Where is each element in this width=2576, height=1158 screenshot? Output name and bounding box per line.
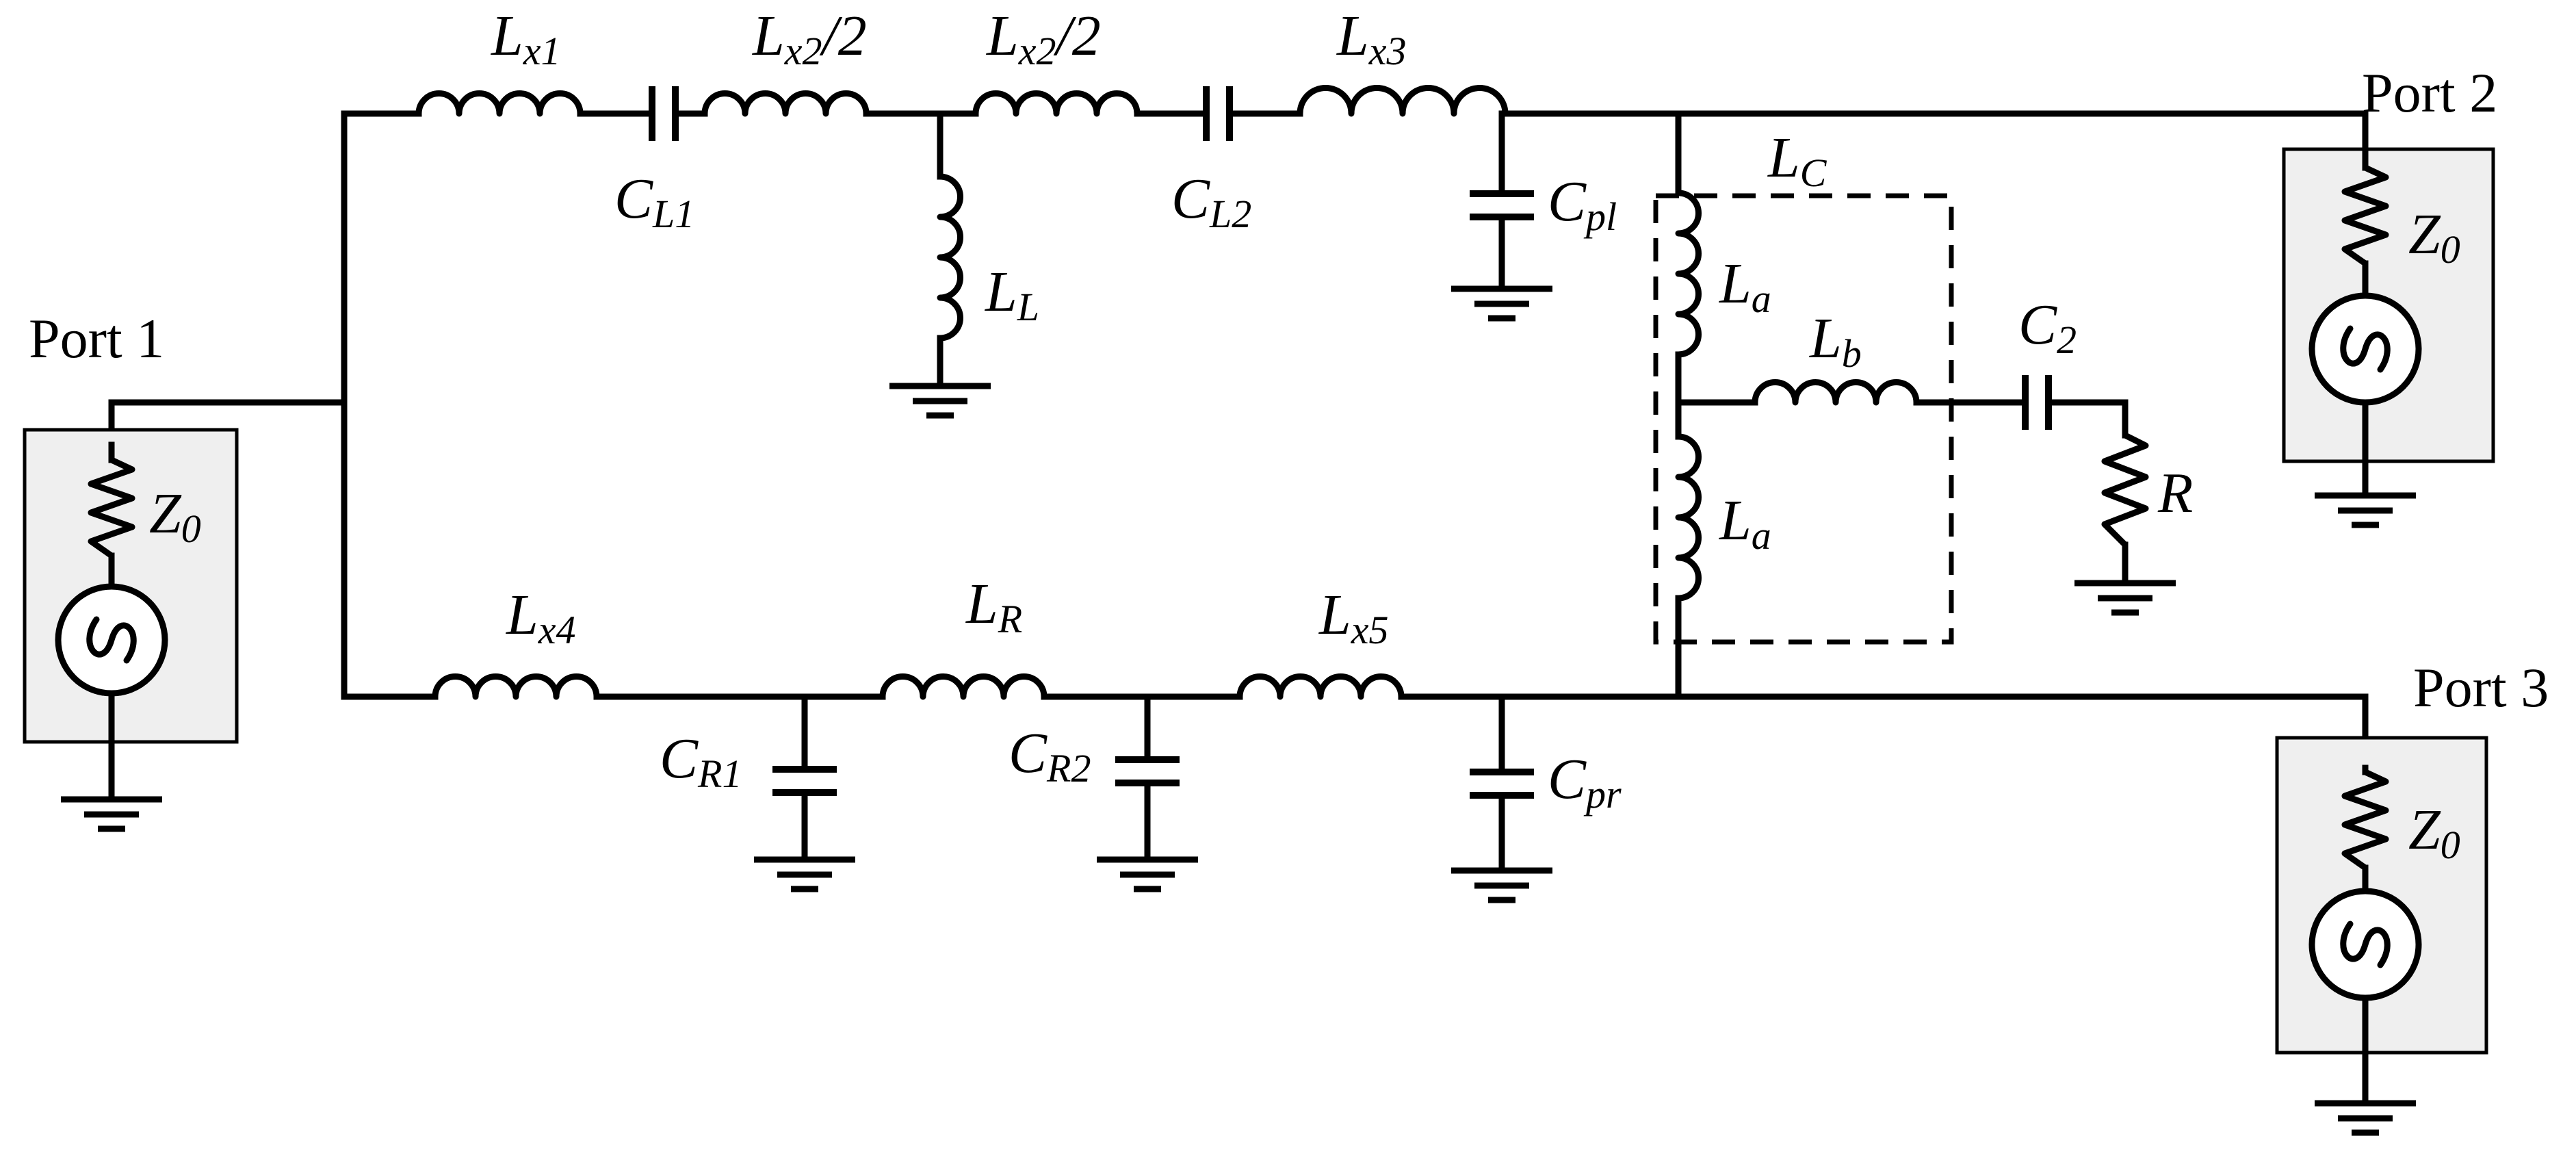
ground-R [2074, 580, 2176, 616]
port3-block [2275, 736, 2488, 1136]
wires [108, 110, 2369, 874]
inductor-Lx2-second [972, 90, 1141, 117]
label-Lx5: Lx5 [1318, 583, 1388, 652]
resistor-R [2101, 432, 2149, 548]
label-R: R [2157, 461, 2193, 525]
inductor-La-lower [1675, 433, 1702, 602]
inductor-La-upper [1675, 190, 1702, 358]
capacitor-CR1 [772, 766, 837, 796]
label-Lx3: Lx3 [1336, 4, 1406, 73]
port1-impedance-label: Z0 [149, 482, 201, 551]
port3-impedance-label: Z0 [2408, 798, 2460, 867]
label-Cpl: Cpl [1548, 170, 1617, 239]
ground-CR2 [1097, 856, 1198, 892]
label-CR1: CR1 [660, 727, 742, 796]
label-Lb: Lb [1809, 307, 1862, 376]
label-LC: LC [1767, 126, 1827, 195]
label-LR: LR [965, 572, 1022, 641]
ground-LL [889, 383, 991, 419]
label-Lx4: Lx4 [506, 583, 575, 652]
port1-label: Port 1 [29, 307, 164, 370]
port2-impedance-label: Z0 [2408, 203, 2460, 272]
LC-boundary-box [1653, 193, 1954, 645]
inductor-Lx3 [1297, 85, 1509, 117]
ground-Cpl [1451, 285, 1552, 322]
inductor-LR [879, 673, 1048, 700]
label-LL: LL [985, 260, 1039, 329]
inductor-LL [937, 173, 963, 342]
port3-label: Port 3 [2413, 656, 2549, 719]
ground-CR1 [754, 856, 855, 892]
capacitor-CR2 [1115, 756, 1180, 786]
capacitor-CL2 [1203, 86, 1233, 141]
inductor-Lx1 [415, 90, 584, 117]
label-CL1: CL1 [614, 167, 694, 236]
label-La-upper: La [1719, 252, 1771, 321]
inductor-Lx5 [1236, 673, 1405, 700]
label-CL2: CL2 [1171, 167, 1251, 236]
capacitor-Cpl [1470, 190, 1534, 220]
inductor-Lb [1752, 379, 1920, 406]
port2-label: Port 2 [2362, 62, 2497, 124]
label-Cpr: Cpr [1548, 747, 1622, 816]
label-C2: C2 [2018, 293, 2077, 362]
inductor-Lx4 [432, 673, 600, 700]
inductor-Lx2-first [701, 90, 870, 117]
label-Lx2-second: Lx2/2 [986, 4, 1101, 73]
label-CR2: CR2 [1009, 721, 1091, 790]
port1-block [23, 428, 239, 832]
capacitor-CL1 [649, 86, 679, 141]
capacitor-Cpr [1470, 769, 1534, 799]
label-Lx2-first: Lx2/2 [752, 4, 867, 73]
ground-Cpr [1451, 867, 1552, 903]
label-Lx1: Lx1 [491, 4, 560, 73]
label-La-lower: La [1719, 489, 1771, 558]
port2-block [2282, 147, 2495, 528]
capacitor-C2 [2022, 375, 2052, 430]
